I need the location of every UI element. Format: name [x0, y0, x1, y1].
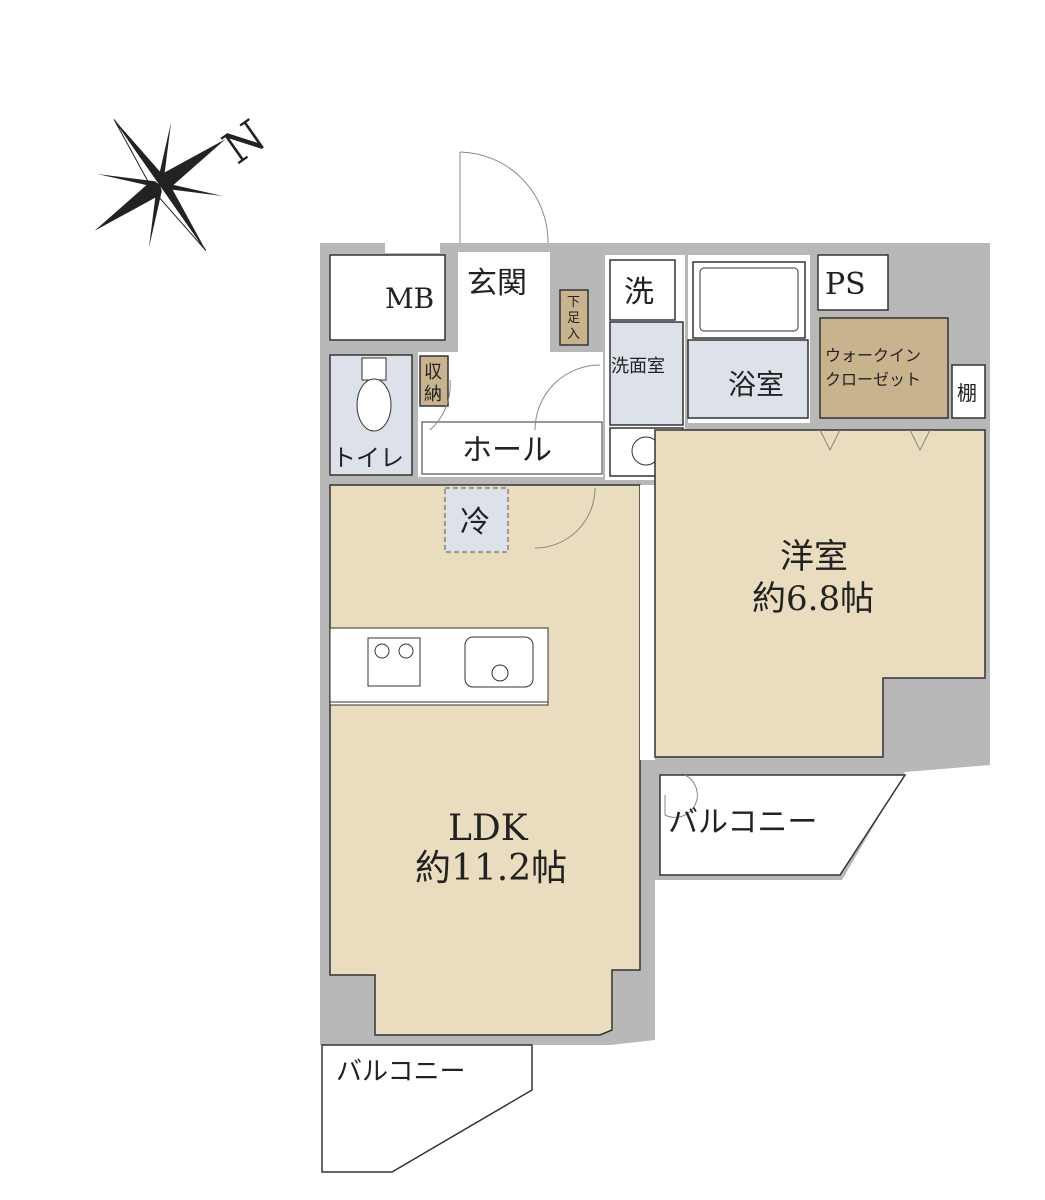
genkan-label: 玄関 — [467, 266, 527, 301]
fridge-label: 冷 — [460, 505, 490, 540]
washing-machine-space — [609, 259, 676, 321]
storage-label: 収 — [424, 362, 442, 383]
bathroom — [687, 339, 809, 419]
wic-label: ウォークイン — [825, 346, 921, 365]
mb-room — [329, 254, 446, 341]
door-swing — [664, 774, 698, 818]
washroom — [609, 321, 684, 426]
pipe-space — [817, 254, 889, 311]
shoe-cabinet-label: 入 — [567, 327, 580, 342]
toilet-bowl-icon — [356, 378, 392, 432]
shoe-cabinet-label: 下 — [567, 295, 580, 310]
window — [385, 243, 440, 253]
balcony-left-label: バルコニー — [336, 1057, 465, 1087]
western-room — [654, 429, 986, 758]
walk-in-closet — [819, 317, 949, 419]
toilet-tank-icon — [361, 357, 387, 381]
ldk-room — [329, 484, 641, 1036]
sink-icon — [464, 636, 534, 688]
storage — [419, 355, 449, 407]
burner-icon — [374, 643, 390, 659]
ldk-label: LDK — [448, 808, 529, 849]
hall-label: ホール — [462, 433, 552, 468]
washroom-label: 洗面室 — [611, 356, 665, 377]
partition — [640, 485, 655, 760]
ldk-size: 約11.2帖 — [415, 848, 567, 889]
burner-icon — [398, 643, 414, 659]
entrance-door — [459, 151, 549, 244]
shelf-label: 棚 — [957, 381, 977, 405]
mb-label: MB — [385, 282, 434, 315]
western-size: 約6.8帖 — [752, 579, 874, 619]
balcony-right — [659, 774, 907, 876]
drain-icon — [491, 664, 509, 682]
shelf — [951, 364, 986, 419]
door-swings — [429, 364, 601, 431]
storage-label: 納 — [424, 384, 442, 405]
north-label: N — [214, 110, 275, 174]
balcony-left — [321, 1044, 533, 1173]
door-swing — [534, 487, 596, 549]
washer-label: 洗 — [624, 275, 654, 310]
closet-doors — [819, 429, 931, 452]
western-label: 洋室 — [780, 537, 848, 577]
hall — [421, 421, 603, 475]
shoe-cabinet-label: 足 — [567, 311, 580, 326]
shoe-cabinet — [559, 289, 589, 346]
wic-label: クローゼット — [825, 370, 921, 389]
ps-label: PS — [825, 267, 866, 302]
fridge-space — [444, 487, 509, 553]
bathroom-label: 浴室 — [728, 368, 784, 401]
stove-icon — [367, 637, 421, 687]
balcony-right-label: バルコニー — [668, 805, 817, 840]
toilet-label: トイレ — [332, 444, 404, 472]
genkan-room — [458, 252, 550, 352]
compass-icon — [94, 119, 226, 251]
bathtub-inner — [699, 267, 799, 332]
